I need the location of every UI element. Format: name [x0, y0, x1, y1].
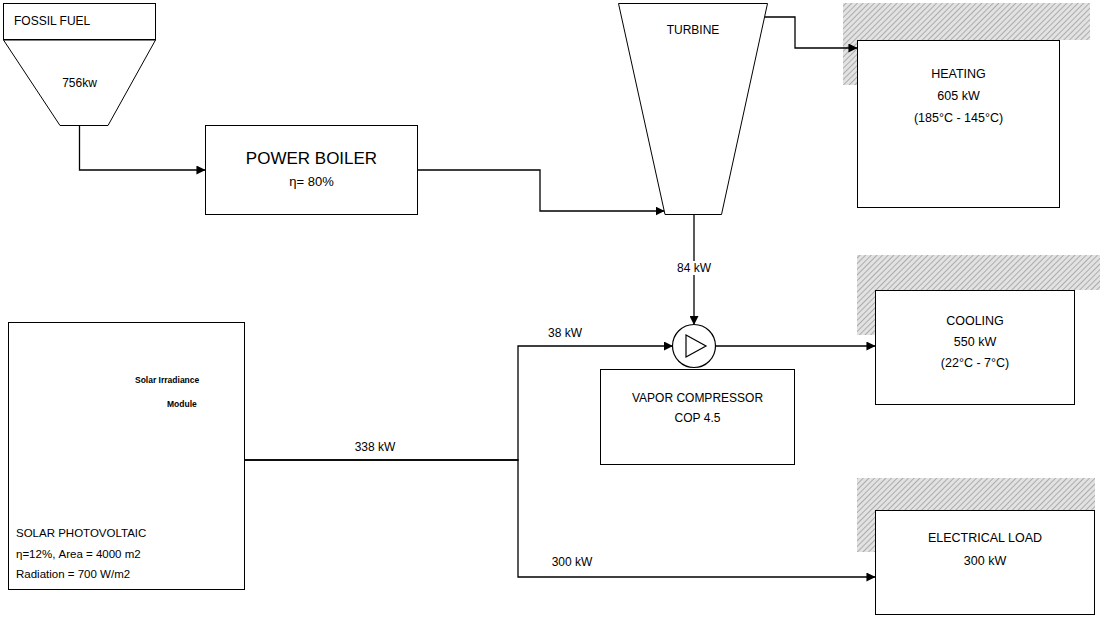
flow-value: 338 kW: [353, 440, 398, 454]
node-label: (22°C - 7°C): [941, 353, 1009, 374]
flow-connector: [245, 460, 875, 577]
solar-pv-panel: Solar IrradianceModuleSOLAR PHOTOVOLTAIC…: [8, 322, 245, 590]
node-label: 550 kW: [954, 332, 996, 353]
flow-connector: [80, 126, 206, 170]
trapezoid-outline: [619, 4, 768, 215]
node-label: ELECTRICAL LOAD: [928, 527, 1042, 550]
node-label: VAPOR COMPRESSOR: [632, 388, 763, 408]
flow-value: 300 kW: [550, 555, 595, 569]
node-label: Solar Irradiance: [135, 375, 199, 385]
compressor-circle: [673, 325, 716, 368]
wall-hatch: [843, 40, 857, 85]
vapor-compressor: VAPOR COMPRESSORCOP 4.5: [600, 323, 795, 465]
flow-connector: [418, 170, 664, 211]
node-label: 300 kW: [964, 550, 1006, 573]
wall-hatch: [843, 3, 1100, 552]
node-label: 605 kW: [937, 85, 979, 107]
compressor-label-box: VAPOR COMPRESSORCOP 4.5: [600, 369, 795, 465]
trapezoid-outline: [4, 40, 156, 126]
node-label: η= 80%: [289, 170, 333, 193]
node-label: HEATING: [931, 63, 986, 85]
node-label: COP 4.5: [675, 408, 721, 428]
wall-hatch: [843, 3, 1090, 40]
node-label: SOLAR PHOTOVOLTAIC: [16, 527, 146, 541]
fuel-hopper: 756kw: [3, 40, 156, 126]
node-label: Radiation = 700 W/m2: [16, 568, 130, 582]
wall-hatch: [857, 478, 1095, 510]
turbine-shape: TURBINE: [618, 3, 768, 215]
wall-hatch: [857, 255, 1100, 290]
flow-connector: [716, 345, 876, 346]
flow-value: 84 kW: [675, 261, 713, 275]
node-label: POWER BOILER: [246, 147, 377, 170]
boiler-box: POWER BOILERη= 80%: [205, 125, 418, 215]
electrical-load-box: ELECTRICAL LOAD300 kW: [875, 510, 1095, 615]
wall-hatch: [857, 510, 875, 552]
node-label: 756kw: [62, 76, 97, 91]
node-label: FOSSIL FUEL: [14, 14, 90, 29]
wall-hatch: [857, 290, 875, 335]
node-label: TURBINE: [667, 23, 720, 38]
heating-load-box: HEATING605 kW(185°C - 145°C): [857, 40, 1060, 208]
node-label: (185°C - 145°C): [914, 107, 1003, 129]
compressor-symbol: [600, 323, 795, 369]
node-label: COOLING: [946, 311, 1004, 332]
flow-value: 38 kW: [546, 326, 584, 340]
fuel-source-box: FOSSIL FUEL: [3, 3, 156, 40]
cooling-load-box: COOLING550 kW(22°C - 7°C): [875, 290, 1075, 405]
node-label: Module: [167, 399, 197, 409]
node-label: η=12%, Area = 4000 m2: [16, 548, 141, 562]
compressor-triangle: [686, 335, 706, 357]
flow-connector: [765, 17, 857, 48]
